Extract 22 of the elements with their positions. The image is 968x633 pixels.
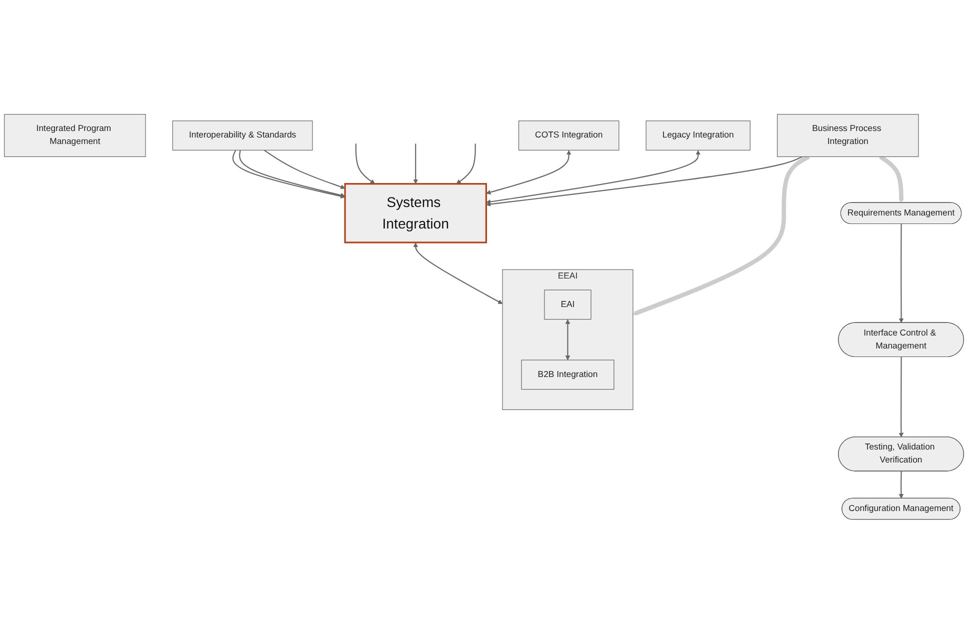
arrow (898, 224, 904, 323)
arrow (565, 318, 570, 360)
arrow (879, 154, 904, 203)
arrow (486, 150, 572, 194)
arrow (264, 149, 346, 189)
arrow (898, 470, 904, 498)
arrow (486, 150, 700, 204)
node-box: EAI (544, 289, 592, 320)
node-box: B2B Integration (521, 359, 614, 390)
arrow (413, 143, 418, 184)
arrow (355, 143, 375, 184)
node-box: Legacy Integration (646, 120, 750, 150)
arrow (632, 154, 810, 316)
node-box: Integrated Program Management (4, 114, 146, 157)
arrow (413, 242, 503, 304)
node-box: COTS Integration (518, 120, 620, 150)
arrow (486, 156, 802, 206)
node-box: Systems Integration (344, 182, 487, 243)
arrow (898, 356, 904, 437)
node-box: Interoperability & Standards (172, 120, 313, 150)
arrow (456, 143, 476, 184)
node-box: Business Process Integration (777, 114, 919, 157)
